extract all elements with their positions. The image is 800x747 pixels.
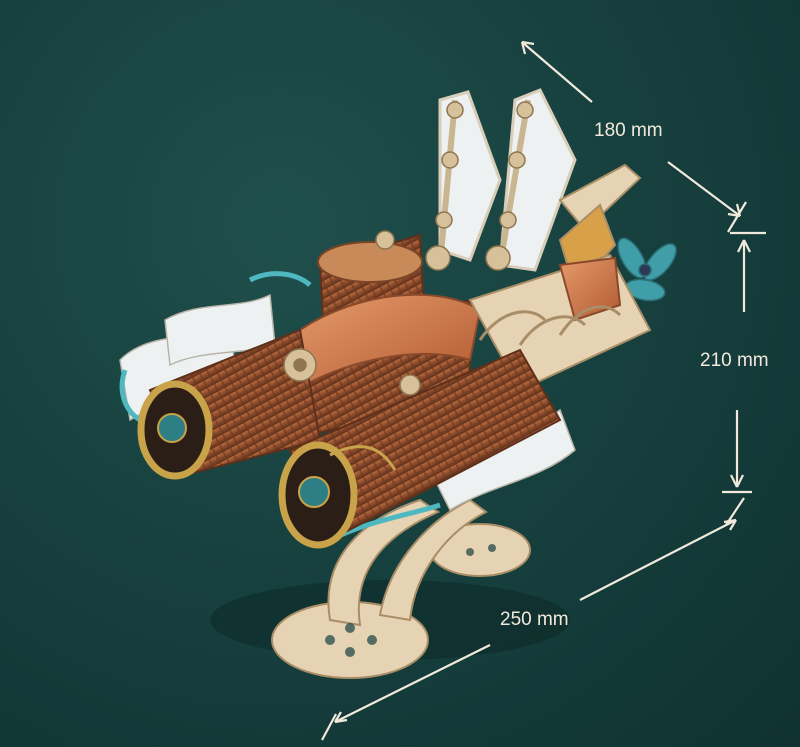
left-engine: [137, 328, 322, 480]
right-engine: [278, 348, 562, 549]
gears: [283, 230, 421, 396]
stand-holes: [325, 544, 496, 657]
height-dimension-label: 210 mm: [700, 350, 769, 371]
length-dimension-label: 250 mm: [500, 609, 569, 630]
depth-dimension-label: 180 mm: [594, 120, 663, 141]
masts: [425, 88, 577, 272]
dimension-arrows: [321, 40, 766, 741]
stand: [271, 498, 531, 679]
propeller: [617, 237, 677, 302]
